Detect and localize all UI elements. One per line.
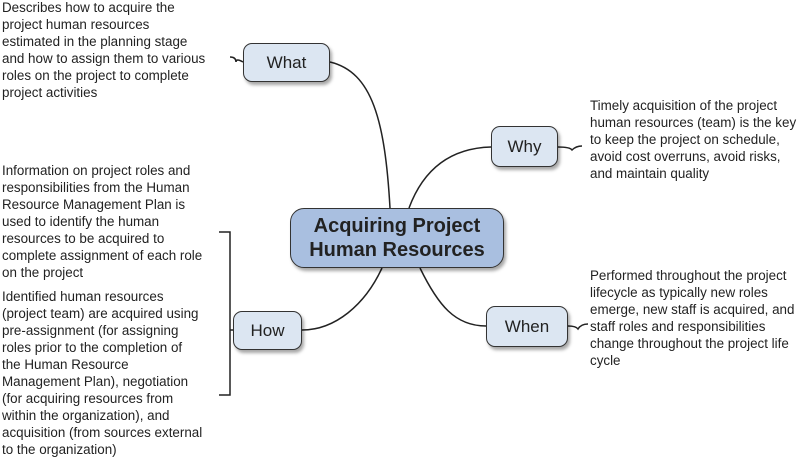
text-line: resources to be acquired to <box>2 231 165 246</box>
text-line: Management Plan), negotiation <box>2 374 189 389</box>
central-topic[interactable]: Acquiring Project Human Resources <box>290 208 504 268</box>
text-line: avoid cost overruns, avoid risks, <box>590 149 781 164</box>
text-line: estimated in the planning stage <box>2 34 188 49</box>
why-description: Timely acquisition of the project human … <box>590 97 796 182</box>
text-line: roles prior to the completion of <box>2 340 183 355</box>
text-line: emerge, new staff is acquired, and <box>590 302 795 317</box>
text-line: within the organization), and <box>2 408 170 423</box>
node-when-label: When <box>504 316 550 336</box>
text-line: the Human Resource <box>2 357 129 372</box>
text-line: complete assignment of each role <box>2 248 203 263</box>
link-when <box>419 267 487 327</box>
node-why[interactable]: Why <box>491 126 558 167</box>
text-line: pre-assignment (for assigning <box>2 323 179 338</box>
text-line: to the organization) <box>2 442 117 457</box>
text-line: Identified human resources <box>2 289 164 304</box>
text-line: (project team) are acquired using <box>2 306 199 321</box>
brace-what <box>229 56 244 63</box>
text-line: roles on the project to complete <box>2 68 189 83</box>
link-how <box>301 267 383 331</box>
node-when[interactable]: When <box>486 306 568 347</box>
link-why <box>408 146 492 209</box>
node-what[interactable]: What <box>243 43 330 82</box>
node-why-label: Why <box>507 136 542 156</box>
text-line: used to identify the human <box>2 214 160 229</box>
node-how-label: How <box>250 320 285 340</box>
central-topic-line2: Human Resources <box>309 239 485 261</box>
how-description: Information on project roles and respons… <box>2 162 202 465</box>
text-line: change throughout the project life <box>590 336 789 351</box>
text-line: Performed throughout the project <box>590 268 787 283</box>
text-line: (for acquiring resources from <box>2 391 174 406</box>
brace-when <box>567 323 589 331</box>
brace-why <box>557 145 583 152</box>
text-line: responsibilities from the Human <box>2 180 190 195</box>
text-line: Describes how to acquire the <box>2 0 175 15</box>
node-what-label: What <box>266 52 307 72</box>
text-line: to keep the project on schedule, <box>590 132 780 147</box>
text-line: staff roles and responsibilities <box>590 319 766 334</box>
node-how[interactable]: How <box>233 311 302 350</box>
text-line: Timely acquisition of the project <box>590 98 778 113</box>
what-description: Describes how to acquire the project hum… <box>2 0 205 101</box>
text-line: cycle <box>590 353 621 368</box>
how-paragraph-2: Identified human resources (project team… <box>2 288 202 458</box>
when-description: Performed throughout the project lifecyc… <box>590 267 794 369</box>
central-topic-line1: Acquiring Project <box>313 215 481 237</box>
text-line: acquisition (from sources external <box>2 425 203 440</box>
text-line: and maintain quality <box>590 166 710 181</box>
text-line: Information on project roles and <box>2 163 191 178</box>
text-line: project human resources <box>2 17 150 32</box>
text-line: Resource Management Plan is <box>2 197 186 212</box>
link-what <box>329 61 391 209</box>
how-paragraph-1: Information on project roles and respons… <box>2 162 202 281</box>
text-line: lifecycle as typically new roles <box>590 285 768 300</box>
text-line: on the project <box>2 265 84 280</box>
bracket-how <box>219 231 233 396</box>
text-line: and how to assign them to various <box>2 51 206 66</box>
text-line: project activities <box>2 85 98 100</box>
text-line: human resources (team) is the key <box>590 115 797 130</box>
